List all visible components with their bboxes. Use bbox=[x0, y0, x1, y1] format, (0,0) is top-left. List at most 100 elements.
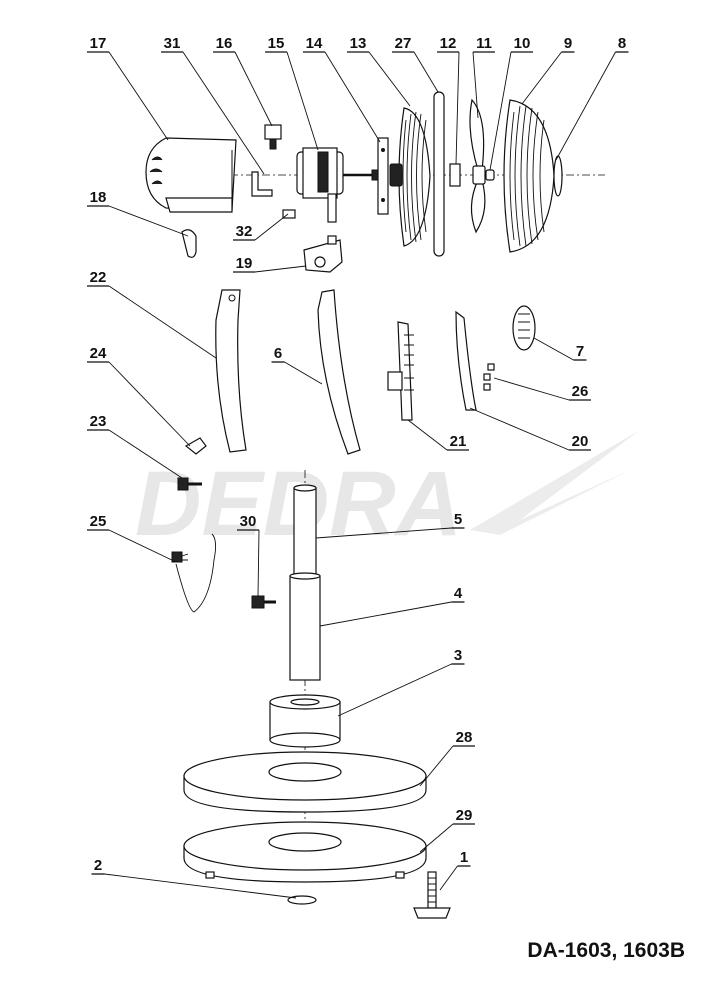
part-number-4: 4 bbox=[454, 585, 463, 602]
callout-24: 24 bbox=[87, 345, 191, 447]
base-collar bbox=[269, 694, 341, 748]
callout-10: 10 bbox=[489, 35, 533, 171]
leader-line bbox=[108, 361, 191, 447]
leader-line bbox=[104, 873, 297, 899]
support-bracket bbox=[184, 437, 207, 455]
callout-1: 1 bbox=[439, 849, 471, 891]
model-number: DA-1603, 1603B bbox=[527, 939, 685, 962]
part-number-5: 5 bbox=[454, 511, 462, 528]
leader-line bbox=[286, 51, 319, 151]
part-number-14: 14 bbox=[306, 35, 323, 52]
callout-16: 16 bbox=[213, 35, 273, 127]
callout-20: 20 bbox=[469, 407, 591, 451]
leader-line bbox=[254, 265, 307, 273]
leader-line bbox=[108, 285, 217, 359]
base-bolt bbox=[413, 871, 451, 919]
lower-tube bbox=[289, 572, 321, 681]
leader-line bbox=[319, 601, 452, 627]
callout-14: 14 bbox=[303, 35, 381, 143]
power-cord bbox=[171, 533, 217, 613]
callout-22: 22 bbox=[87, 269, 217, 359]
column-screw bbox=[251, 595, 276, 609]
leader-line bbox=[413, 51, 439, 93]
leader-line bbox=[234, 51, 273, 127]
leader-line bbox=[257, 529, 260, 597]
leader-line bbox=[368, 51, 411, 107]
oscillation-knob bbox=[264, 124, 282, 150]
leader-line bbox=[337, 663, 452, 717]
callout-7: 7 bbox=[533, 337, 587, 361]
leader-line bbox=[472, 51, 479, 119]
part-number-19: 19 bbox=[236, 255, 253, 272]
spinner bbox=[485, 169, 495, 181]
small-clip bbox=[282, 209, 296, 219]
leader-line bbox=[108, 429, 183, 479]
rear-motor-cover bbox=[145, 137, 237, 213]
part-number-18: 18 bbox=[90, 189, 107, 206]
callout-23: 23 bbox=[87, 413, 183, 479]
part-number-1: 1 bbox=[460, 849, 468, 866]
callout-32: 32 bbox=[233, 213, 289, 241]
rear-grille bbox=[389, 107, 431, 247]
leader-line bbox=[315, 527, 452, 539]
callout-6: 6 bbox=[271, 345, 323, 385]
part-number-30: 30 bbox=[240, 513, 257, 530]
grille-ring bbox=[433, 91, 445, 257]
leader-line bbox=[254, 213, 289, 241]
leader-line bbox=[324, 51, 381, 143]
part-number-15: 15 bbox=[268, 35, 285, 52]
part-number-9: 9 bbox=[564, 35, 572, 52]
leader-line bbox=[108, 51, 169, 141]
part-number-27: 27 bbox=[395, 35, 412, 52]
leader-line bbox=[469, 407, 570, 451]
front-badge bbox=[553, 155, 563, 197]
part-number-11: 11 bbox=[476, 35, 492, 52]
callout-26: 26 bbox=[493, 377, 591, 401]
part-number-3: 3 bbox=[454, 647, 462, 664]
part-number-16: 16 bbox=[216, 35, 233, 52]
part-number-17: 17 bbox=[90, 35, 107, 52]
part-number-10: 10 bbox=[514, 35, 531, 52]
watermark: DEDRA bbox=[135, 430, 640, 555]
callout-21: 21 bbox=[407, 419, 469, 451]
control-housing bbox=[455, 310, 477, 411]
part-number-28: 28 bbox=[456, 729, 473, 746]
part-number-12: 12 bbox=[440, 35, 457, 52]
part-number-22: 22 bbox=[90, 269, 107, 286]
leader-line bbox=[182, 51, 265, 175]
part-number-6: 6 bbox=[274, 345, 282, 362]
callout-4: 4 bbox=[319, 585, 465, 627]
part-number-8: 8 bbox=[618, 35, 626, 52]
upper-base-plate bbox=[183, 751, 427, 813]
leader-line bbox=[108, 205, 189, 237]
callout-12: 12 bbox=[437, 35, 460, 165]
leader-line bbox=[419, 823, 454, 853]
part-number-25: 25 bbox=[90, 513, 107, 530]
leader-line bbox=[108, 529, 177, 563]
callout-18: 18 bbox=[87, 189, 189, 237]
front-grille bbox=[503, 99, 555, 253]
part-number-31: 31 bbox=[164, 35, 181, 52]
leader-line bbox=[419, 745, 454, 787]
callout-9: 9 bbox=[521, 35, 575, 105]
push-buttons bbox=[483, 363, 495, 391]
callout-17: 17 bbox=[87, 35, 169, 141]
callout-25: 25 bbox=[87, 513, 177, 563]
callout-31: 31 bbox=[161, 35, 265, 175]
leader-line bbox=[284, 361, 323, 385]
part-number-32: 32 bbox=[236, 223, 253, 240]
callout-8: 8 bbox=[555, 35, 629, 161]
callout-15: 15 bbox=[265, 35, 319, 151]
gear-box bbox=[303, 235, 343, 273]
callout-27: 27 bbox=[392, 35, 439, 93]
front-column-cover bbox=[317, 289, 361, 455]
leader-line bbox=[521, 51, 562, 105]
callout-29: 29 bbox=[419, 807, 475, 853]
callout-13: 13 bbox=[347, 35, 411, 107]
part-number-13: 13 bbox=[350, 35, 367, 52]
control-pcb bbox=[387, 321, 414, 421]
part-number-24: 24 bbox=[90, 345, 107, 362]
part-number-7: 7 bbox=[576, 343, 584, 360]
callout-30: 30 bbox=[237, 513, 260, 597]
